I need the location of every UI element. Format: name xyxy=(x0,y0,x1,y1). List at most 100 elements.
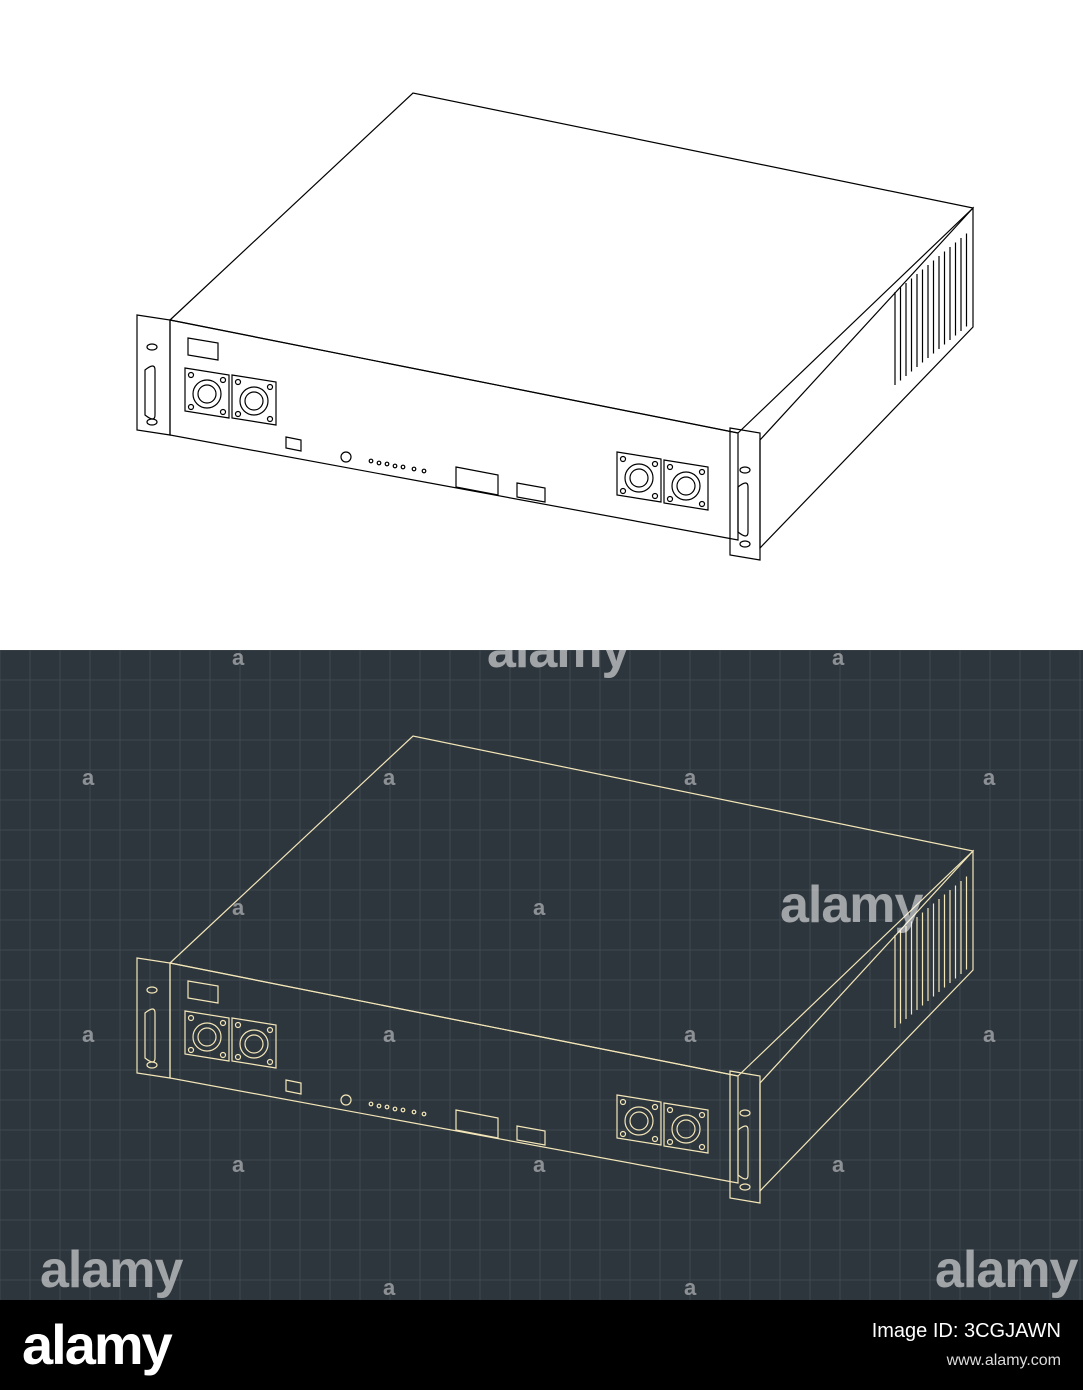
connector-socket-inner xyxy=(197,384,217,404)
led-indicator xyxy=(392,463,398,469)
stock-footer: alamy Image ID: 3CGJAWN www.alamy.com xyxy=(0,1300,1083,1390)
watermark-mark: a xyxy=(232,1152,244,1177)
connector-screw xyxy=(619,487,627,495)
connector-socket xyxy=(624,1106,654,1136)
top-drawing-panel xyxy=(0,0,1083,650)
connector-screw xyxy=(666,495,674,503)
connector-screw xyxy=(219,1019,227,1027)
left-rack-ear xyxy=(136,314,171,436)
connector-socket-inner xyxy=(676,1119,696,1139)
connector-screw xyxy=(187,1046,195,1054)
connector-screw xyxy=(266,1026,274,1034)
led-indicator xyxy=(368,458,374,464)
led-indicator xyxy=(392,1106,398,1112)
footer-url[interactable]: www.alamy.com xyxy=(946,1352,1061,1369)
watermark-mark: a xyxy=(684,1022,696,1047)
power-switch xyxy=(187,980,219,1004)
blueprint-rack-drawing xyxy=(0,650,1083,1300)
connector-screw xyxy=(219,408,227,416)
connector-screw xyxy=(187,371,195,379)
watermark-mark: a xyxy=(383,765,395,790)
led-indicator xyxy=(411,1109,417,1115)
led-indicator xyxy=(384,461,390,467)
watermark-top: alamy xyxy=(487,650,630,679)
watermark-mark: a xyxy=(232,650,244,670)
mounting-slot xyxy=(739,540,751,548)
connector-socket-inner xyxy=(629,1111,649,1131)
connector-plate xyxy=(663,459,709,511)
connector-socket-inner xyxy=(244,1034,264,1054)
watermark-mark: a xyxy=(383,1022,395,1047)
led-indicator xyxy=(421,468,427,474)
connector-socket xyxy=(671,1114,701,1144)
display-window xyxy=(455,466,499,496)
watermark-center: alamy xyxy=(780,876,923,934)
led-indicator xyxy=(400,1107,406,1113)
connector-plate xyxy=(616,451,662,503)
mounting-slot xyxy=(739,1109,751,1117)
rack-front-face xyxy=(169,319,739,541)
led-indicator xyxy=(376,460,382,466)
connector-socket-inner xyxy=(244,391,264,411)
watermark-mark: a xyxy=(383,1275,395,1300)
led-indicator xyxy=(400,464,406,470)
connector-screw xyxy=(651,1135,659,1143)
watermark-mark: a xyxy=(832,1152,844,1177)
watermark-bottom-left: alamy xyxy=(40,1241,183,1299)
watermark-mark: a xyxy=(82,765,94,790)
mounting-slot xyxy=(146,1061,158,1069)
led-indicator xyxy=(376,1103,382,1109)
connector-screw xyxy=(651,492,659,500)
connector-socket xyxy=(239,1029,269,1059)
connector-screw xyxy=(187,403,195,411)
connector-screw xyxy=(619,1098,627,1106)
rack-front-face xyxy=(169,962,739,1184)
connector-socket xyxy=(192,1022,222,1052)
watermark-mark: a xyxy=(684,1275,696,1300)
connector-screw xyxy=(651,1103,659,1111)
connector-socket xyxy=(239,386,269,416)
display-window xyxy=(455,1109,499,1139)
connector-screw xyxy=(219,1051,227,1059)
connector-plate xyxy=(231,1017,277,1069)
footer-logo[interactable]: alamy xyxy=(22,1313,173,1376)
right-rack-ear xyxy=(729,1070,761,1204)
led-indicator xyxy=(368,1101,374,1107)
blueprint-panel: alamy alamy alamy alamy a a a a a a a a … xyxy=(0,650,1083,1300)
connector-screw xyxy=(698,500,706,508)
left-handle xyxy=(144,365,156,420)
connector-socket-inner xyxy=(197,1027,217,1047)
connector-screw xyxy=(698,468,706,476)
connector-screw xyxy=(698,1111,706,1119)
round-button xyxy=(340,451,352,463)
connector-screw xyxy=(266,415,274,423)
watermark-mark: a xyxy=(983,765,995,790)
connector-plate xyxy=(184,367,230,419)
watermark-mark: a xyxy=(533,895,545,920)
watermark-mark: a xyxy=(533,1152,545,1177)
connector-screw xyxy=(651,460,659,468)
connector-screw xyxy=(666,1138,674,1146)
image-id: Image ID: 3CGJAWN xyxy=(871,1320,1061,1342)
data-port xyxy=(516,482,546,503)
led-indicator xyxy=(411,466,417,472)
watermark-mark: a xyxy=(82,1022,94,1047)
watermark-mark: a xyxy=(983,1022,995,1047)
mounting-slot xyxy=(739,466,751,474)
watermark-mark: a xyxy=(832,650,844,670)
connector-socket xyxy=(671,471,701,501)
mounting-slot xyxy=(739,1183,751,1191)
left-rack-ear xyxy=(136,957,171,1079)
watermark-mark: a xyxy=(684,765,696,790)
rack-side-face xyxy=(759,206,974,550)
connector-screw xyxy=(234,1021,242,1029)
connector-screw xyxy=(234,1053,242,1061)
connector-socket-inner xyxy=(676,476,696,496)
connector-screw xyxy=(234,410,242,418)
mounting-slot xyxy=(146,418,158,426)
right-handle xyxy=(737,1125,749,1180)
power-switch xyxy=(187,337,219,361)
top-rack-drawing xyxy=(136,92,975,561)
round-button xyxy=(340,1094,352,1106)
mounting-slot xyxy=(146,986,158,994)
